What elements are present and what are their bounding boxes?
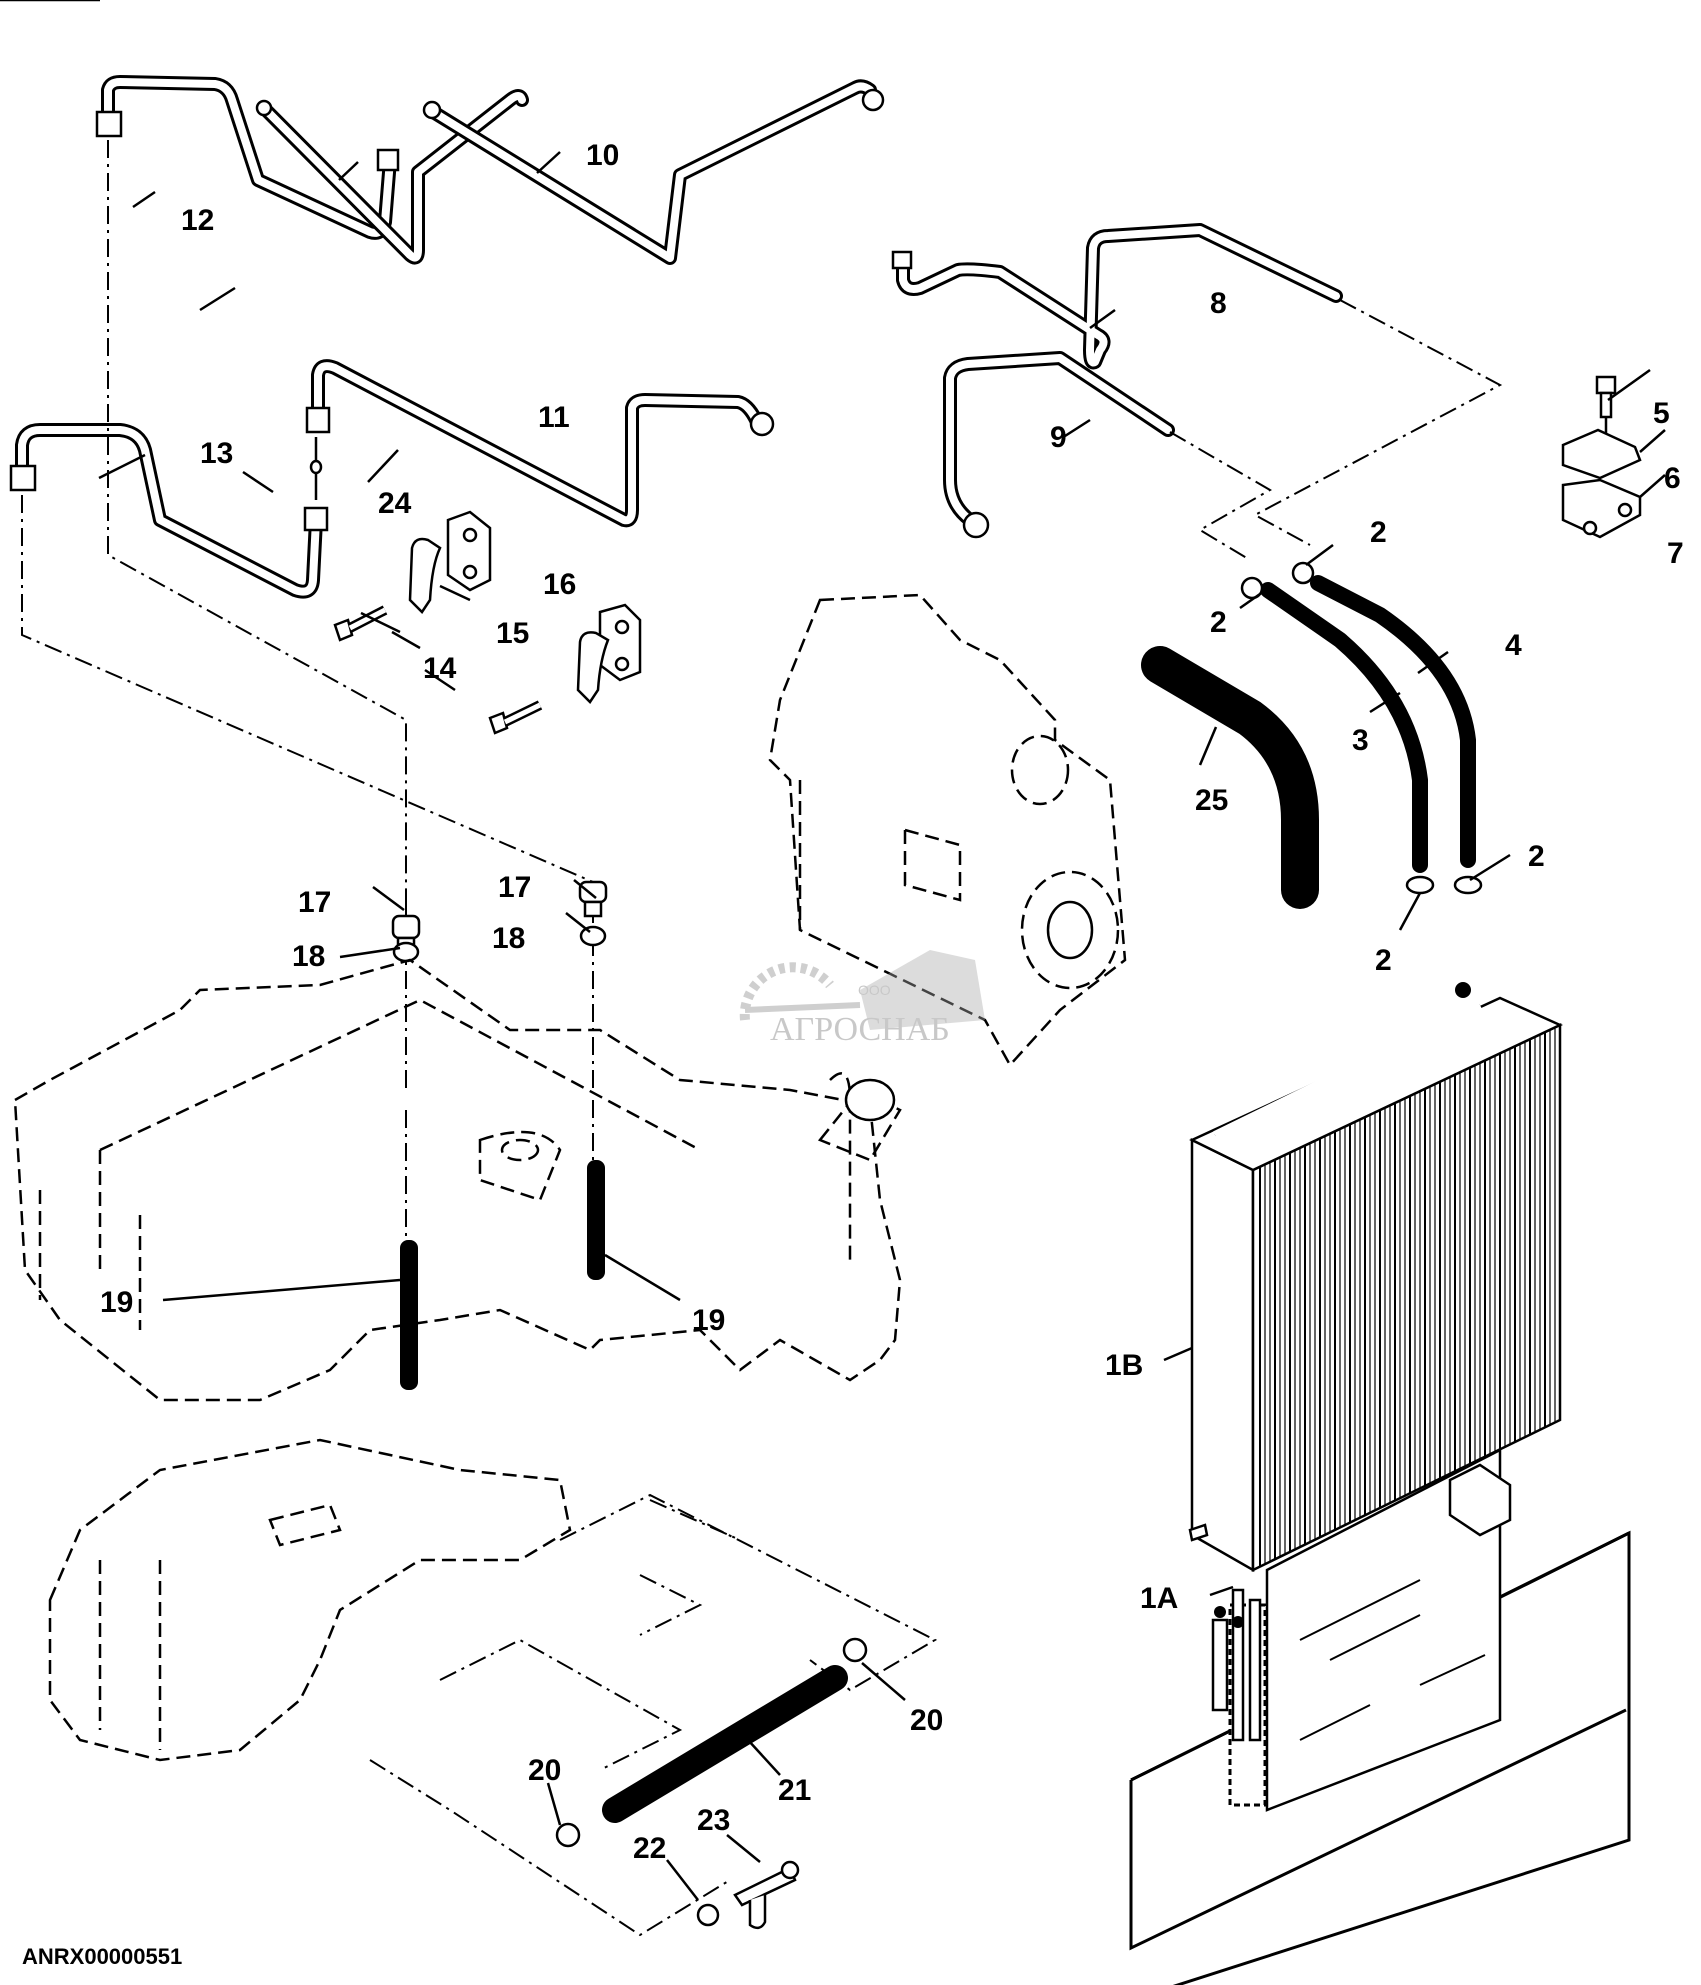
fitting-nut bbox=[95, 110, 123, 138]
hose-clamp-2[interactable] bbox=[1291, 561, 1315, 585]
callout-18: 18 bbox=[492, 922, 525, 955]
fitting-nut bbox=[305, 406, 331, 434]
tube-12[interactable] bbox=[95, 75, 400, 240]
callout-4: 4 bbox=[1505, 629, 1522, 662]
callout-15: 15 bbox=[496, 617, 529, 650]
hose-clamp-20[interactable] bbox=[842, 1637, 868, 1663]
clamp-6[interactable] bbox=[1561, 428, 1642, 480]
callout-7: 7 bbox=[1667, 537, 1684, 570]
leader-lines bbox=[0, 0, 1666, 1901]
clamp-16[interactable] bbox=[446, 510, 492, 592]
clamp-15[interactable] bbox=[408, 537, 442, 614]
block-7[interactable] bbox=[1561, 478, 1642, 539]
fitting-end bbox=[255, 99, 273, 117]
callout-8: 8 bbox=[1210, 287, 1227, 320]
callout-19: 19 bbox=[100, 1286, 133, 1319]
stud-19[interactable] bbox=[587, 1160, 605, 1280]
fitting-nut bbox=[962, 511, 990, 539]
callout-17: 17 bbox=[498, 871, 531, 904]
tube-9[interactable] bbox=[943, 351, 1175, 539]
tube-13[interactable] bbox=[9, 423, 329, 599]
watermark-name: АГРОСНАБ bbox=[770, 1011, 950, 1048]
filler-neck bbox=[817, 1078, 902, 1162]
hose-3[interactable] bbox=[1260, 582, 1428, 873]
evaporator-1A[interactable] bbox=[1211, 1447, 1512, 1812]
callout-10: 10 bbox=[586, 139, 619, 172]
stud-19[interactable] bbox=[400, 1240, 418, 1390]
figure-code: ANRX00000551 bbox=[22, 1944, 183, 1969]
o-ring-24[interactable] bbox=[309, 437, 323, 500]
fuel-tank-lower bbox=[48, 1438, 572, 1762]
hose-clamp-2[interactable] bbox=[1240, 576, 1264, 600]
callout-6: 6 bbox=[1664, 462, 1681, 495]
callout-20: 20 bbox=[528, 1754, 561, 1787]
fitting-nut bbox=[9, 464, 37, 492]
fitting-nut bbox=[891, 250, 913, 270]
callout-25: 25 bbox=[1195, 784, 1228, 817]
tube-10[interactable] bbox=[255, 89, 529, 265]
hose-clamp-22[interactable] bbox=[696, 1903, 720, 1927]
hose-4[interactable] bbox=[1310, 575, 1476, 868]
callout-13: 13 bbox=[200, 437, 233, 470]
callout-11: 11 bbox=[538, 401, 570, 434]
callout-1A: 1A bbox=[1140, 1582, 1178, 1615]
fuel-tank bbox=[13, 958, 902, 1402]
callout-9: 9 bbox=[1050, 421, 1067, 454]
callout-2: 2 bbox=[1210, 606, 1227, 639]
fitting-23[interactable] bbox=[733, 1860, 800, 1930]
callout-5: 5 bbox=[1653, 397, 1670, 430]
bolt-14[interactable] bbox=[488, 700, 543, 735]
transmission-housing bbox=[768, 593, 1127, 1068]
callout-18: 18 bbox=[292, 940, 325, 973]
tube-10-right[interactable] bbox=[422, 79, 885, 265]
callout-2: 2 bbox=[1528, 840, 1545, 873]
callout-12: 12 bbox=[181, 204, 214, 237]
fitting-nut bbox=[861, 88, 885, 112]
callout-21: 21 bbox=[778, 1774, 811, 1807]
hose-clamp-20[interactable] bbox=[555, 1822, 581, 1848]
bolt-5[interactable] bbox=[1595, 375, 1617, 440]
watermark-logo: ООО АГРОСНАБ bbox=[739, 950, 985, 1048]
washer-18[interactable] bbox=[579, 925, 607, 947]
bolt-14[interactable] bbox=[280, 600, 388, 642]
callout-14: 14 bbox=[423, 652, 457, 685]
bolt-17[interactable] bbox=[578, 880, 608, 918]
condenser-fins bbox=[1259, 1027, 1556, 1566]
callout-20: 20 bbox=[910, 1704, 943, 1737]
callout-23: 23 bbox=[697, 1804, 730, 1837]
callout-24: 24 bbox=[378, 487, 412, 520]
callout-1B: 1B bbox=[1105, 1349, 1143, 1382]
fitting-nut bbox=[749, 411, 775, 437]
hose-clamp-2[interactable] bbox=[1453, 875, 1483, 895]
callout-17: 17 bbox=[298, 886, 331, 919]
fitting-nut bbox=[376, 148, 400, 172]
callout-3: 3 bbox=[1352, 724, 1369, 757]
callout-19: 19 bbox=[692, 1304, 725, 1337]
watermark-ooo: ООО bbox=[858, 982, 891, 998]
condenser-1B[interactable] bbox=[1188, 982, 1563, 1573]
tube-11[interactable] bbox=[305, 359, 775, 528]
gear-icon bbox=[739, 962, 834, 1021]
callout-labels: 12 10 8 9 11 13 24 16 15 14 5 6 7 2 2 4 … bbox=[100, 139, 1684, 1865]
callout-2: 2 bbox=[1370, 516, 1387, 549]
fitting-nut bbox=[303, 506, 329, 532]
combine-harvester-icon bbox=[860, 950, 985, 1030]
callout-16: 16 bbox=[543, 568, 576, 601]
evaporator-coil bbox=[1211, 1588, 1267, 1807]
tube-8[interactable] bbox=[891, 223, 1343, 370]
clamp-15[interactable] bbox=[576, 631, 610, 704]
callout-2: 2 bbox=[1375, 944, 1392, 977]
hose-25[interactable] bbox=[1141, 646, 1319, 909]
callout-22: 22 bbox=[633, 1832, 666, 1865]
washer-18[interactable] bbox=[392, 941, 420, 963]
hose-21[interactable] bbox=[602, 1665, 848, 1823]
hose-clamp-2[interactable] bbox=[1405, 875, 1435, 895]
